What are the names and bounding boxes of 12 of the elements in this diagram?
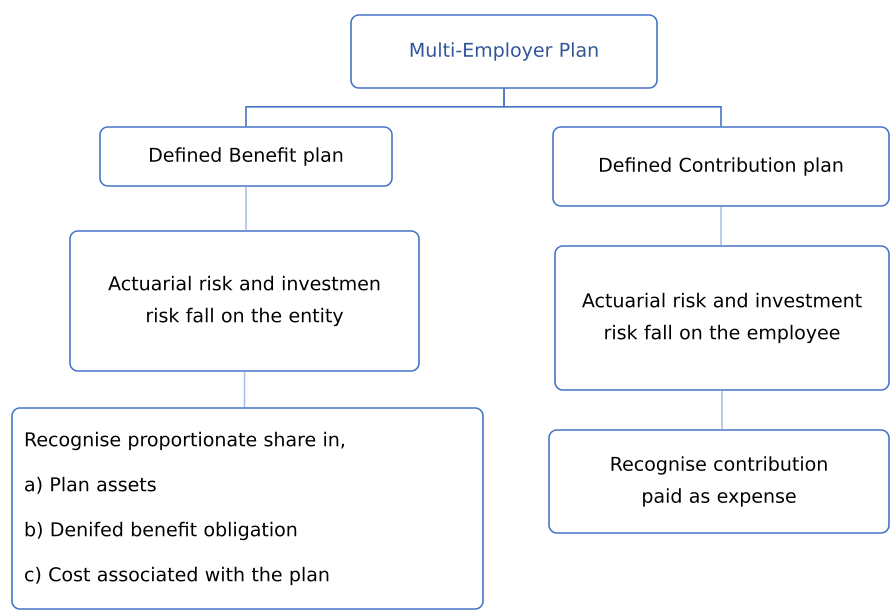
process-box: Multi-Employer Plan xyxy=(350,14,658,89)
process-box: Defined Benefit plan xyxy=(99,126,393,187)
connector-line xyxy=(721,390,723,430)
connector-line xyxy=(245,186,247,230)
process-box: Recognise contribution paid as expense xyxy=(548,429,890,534)
process-box: Actuarial risk and investmen risk fall on the entity xyxy=(69,230,420,372)
connector-line xyxy=(720,206,722,246)
process-box: Actuarial risk and investment risk fall on the employee xyxy=(554,245,890,391)
connector-line xyxy=(503,88,722,126)
connector-line xyxy=(244,372,246,408)
process-box: Recognise proportionate share in, a) Plan assets b) Denifed benefit obligation c) Cost associated with the plan xyxy=(11,407,484,610)
process-box: Defined Contribution plan xyxy=(552,126,890,207)
